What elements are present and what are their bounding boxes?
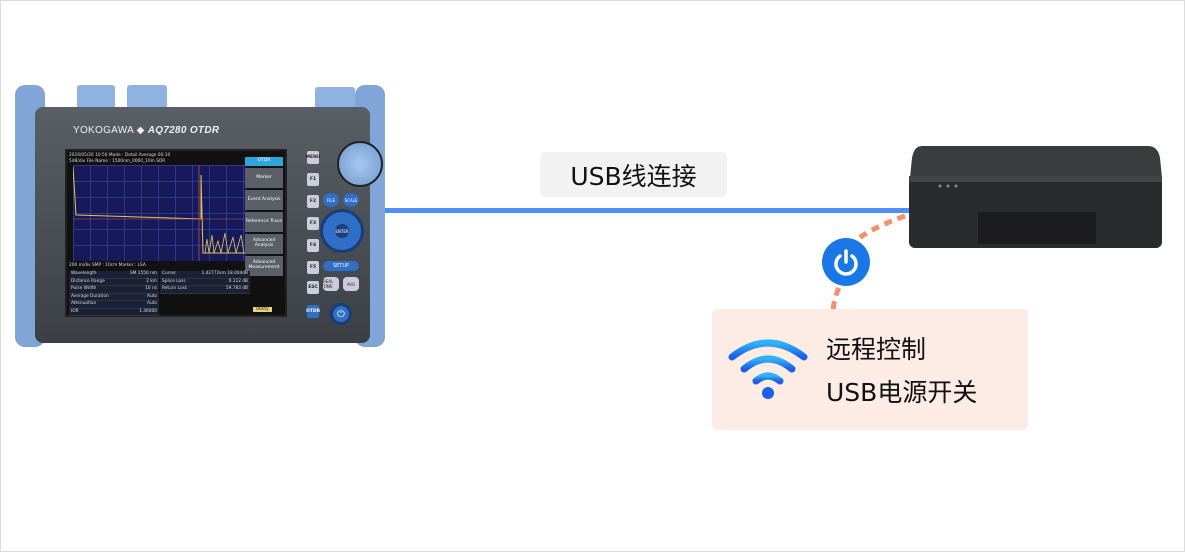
menu-item[interactable]: Marker (245, 168, 283, 188)
utility-softkey[interactable]: Utility (253, 307, 272, 312)
rotary-knob[interactable] (337, 141, 383, 187)
usb-power-switch-label: USB电源开关 (826, 378, 978, 407)
setup-button[interactable]: SETUP (323, 261, 359, 271)
usb-connection-label: USB线连接 (540, 152, 727, 197)
setting-label: IOR (71, 308, 79, 314)
menu-item[interactable]: OTDR (245, 157, 283, 166)
f5-button[interactable]: F5 (307, 261, 319, 274)
avg-button[interactable]: AVG (343, 277, 359, 291)
setting-label: Wavelength (71, 271, 97, 276)
wifi-icon (728, 339, 808, 399)
device-brand: YOKOGAWA ◆ AQ7280 OTDR (73, 125, 220, 136)
result-label: Return Loss (162, 286, 188, 291)
setting-value: 2 km (146, 278, 157, 284)
otdr-device: YOKOGAWA ◆ AQ7280 OTDR 2016/05/26 10:50 … (15, 85, 385, 347)
trace-plot (72, 165, 247, 261)
remote-control-label: 远程控制 (826, 335, 927, 364)
menu-button[interactable]: MENU (306, 151, 321, 164)
port-cover (127, 85, 167, 111)
setting-value: 10 ns (145, 286, 157, 291)
real-time-button[interactable]: REAL TIME (323, 277, 339, 291)
screen-file-name: 5dB/div File Name : 1500nm_0000_10m.SOR (69, 159, 166, 164)
result-value: 1.42771km 18.004dB (201, 271, 248, 276)
screen-top-bar: 2016/05/26 10:50 Mode : Detail Average 0… (69, 153, 171, 158)
otdr-button[interactable]: OTDR (306, 305, 320, 318)
setting-label: Distance Range (71, 278, 105, 284)
result-value: 0.112 dB (228, 278, 248, 284)
switch-box-shape (909, 146, 1162, 248)
screen-scale-bar: 200 m/div SMP : 10cm Marker : LSA (69, 263, 146, 268)
trace-line (72, 165, 247, 261)
menu-item[interactable]: Advanced Analysis (245, 234, 283, 254)
direction-pad[interactable]: ENTER (320, 209, 364, 253)
port-cover (77, 85, 115, 111)
file-button[interactable]: FILE (323, 193, 339, 207)
usb-power-switch-box (908, 142, 1163, 250)
results-table: Cursor 1.42771km 18.004dB Splice Loss 0.11… (160, 271, 250, 294)
screen-menu: OTDR Marker Event Analysis Reference Tra… (245, 157, 283, 278)
power-icon (822, 238, 870, 286)
esc-button[interactable]: ESC (307, 281, 319, 294)
otdr-screen: 2016/05/26 10:50 Mode : Detail Average 0… (65, 149, 287, 317)
setting-value: Auto (147, 293, 157, 299)
remote-control-card: 远程控制 USB电源开关 (712, 309, 1028, 430)
setting-value: 1.46000 (139, 308, 157, 314)
setting-value: Auto (147, 301, 157, 306)
menu-item[interactable]: Advanced Measurement (245, 256, 283, 276)
result-value: 59.783 dB (225, 286, 248, 291)
device-power-icon[interactable]: ⏻ (330, 303, 352, 325)
setting-label: Pulse Width (71, 286, 97, 291)
menu-item[interactable]: Reference Trace (245, 212, 283, 232)
f2-button[interactable]: F2 (307, 195, 319, 208)
f4-button[interactable]: F4 (307, 239, 319, 252)
usb-cable-line (385, 208, 913, 213)
scale-button[interactable]: SCALE (343, 193, 359, 207)
f1-button[interactable]: F1 (307, 173, 319, 186)
enter-button[interactable]: ENTER (335, 224, 349, 238)
setting-label: Attenuation (71, 301, 97, 306)
f3-button[interactable]: F3 (307, 217, 319, 230)
menu-item[interactable]: Event Analysis (245, 190, 283, 210)
setting-value: SM 1550 nm (129, 271, 157, 276)
result-label: Splice Loss (162, 278, 186, 284)
setting-label: Average Duration (71, 293, 109, 299)
result-label: Cursor (162, 271, 177, 276)
